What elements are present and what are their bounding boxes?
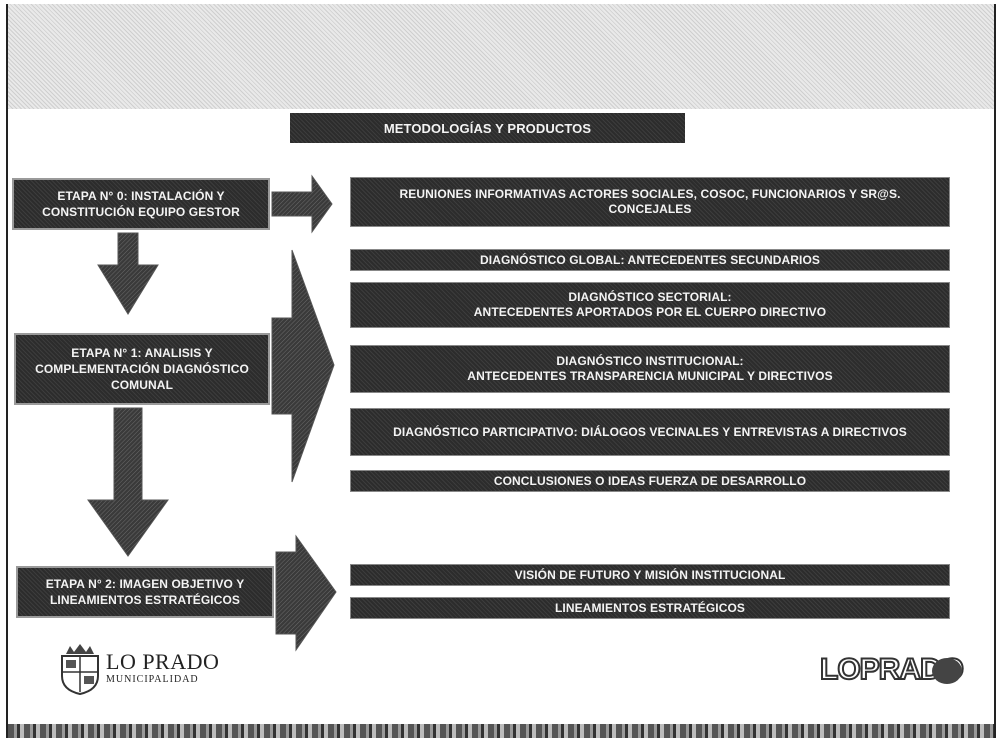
product-box: LINEAMIENTOS ESTRATÉGICOS [350, 597, 950, 619]
municipal-seal-icon [61, 644, 99, 696]
product-box: DIAGNÓSTICO PARTICIPATIVO: DIÁLOGOS VECI… [350, 408, 950, 456]
stage-1-box: ETAPA N° 1: ANALISIS Y COMPLEMENTACIÓN D… [14, 333, 270, 405]
stage-0-box: ETAPA N° 0: INSTALACIÓN Y CONSTITUCIÓN E… [12, 178, 270, 230]
product-box: DIAGNÓSTICO INSTITUCIONAL: ANTECEDENTES … [350, 345, 950, 393]
logo-subtitle: MUNICIPALIDAD [106, 674, 199, 685]
logo-name: LO PRADO [106, 649, 220, 674]
stage-2-box: ETAPA N° 2: IMAGEN OBJETIVO Y LINEAMIENT… [16, 566, 274, 618]
logo-badge-icon [932, 658, 962, 684]
product-box: REUNIONES INFORMATIVAS ACTORES SOCIALES,… [350, 177, 950, 227]
municipality-logo: LO PRADO MUNICIPALIDAD [58, 642, 238, 697]
header-band [8, 4, 994, 109]
product-box: DIAGNÓSTICO GLOBAL: ANTECEDENTES SECUNDA… [350, 249, 950, 271]
product-box: DIAGNÓSTICO SECTORIAL: ANTECEDENTES APOR… [350, 282, 950, 328]
section-title: METODOLOGÍAS Y PRODUCTOS [290, 113, 685, 143]
product-box: VISIÓN DE FUTURO Y MISIÓN INSTITUCIONAL [350, 564, 950, 586]
brand-logo: LOPRADO [819, 650, 970, 694]
product-box: CONCLUSIONES O IDEAS FUERZA DE DESARROLL… [350, 470, 950, 492]
footer-band [8, 724, 994, 738]
